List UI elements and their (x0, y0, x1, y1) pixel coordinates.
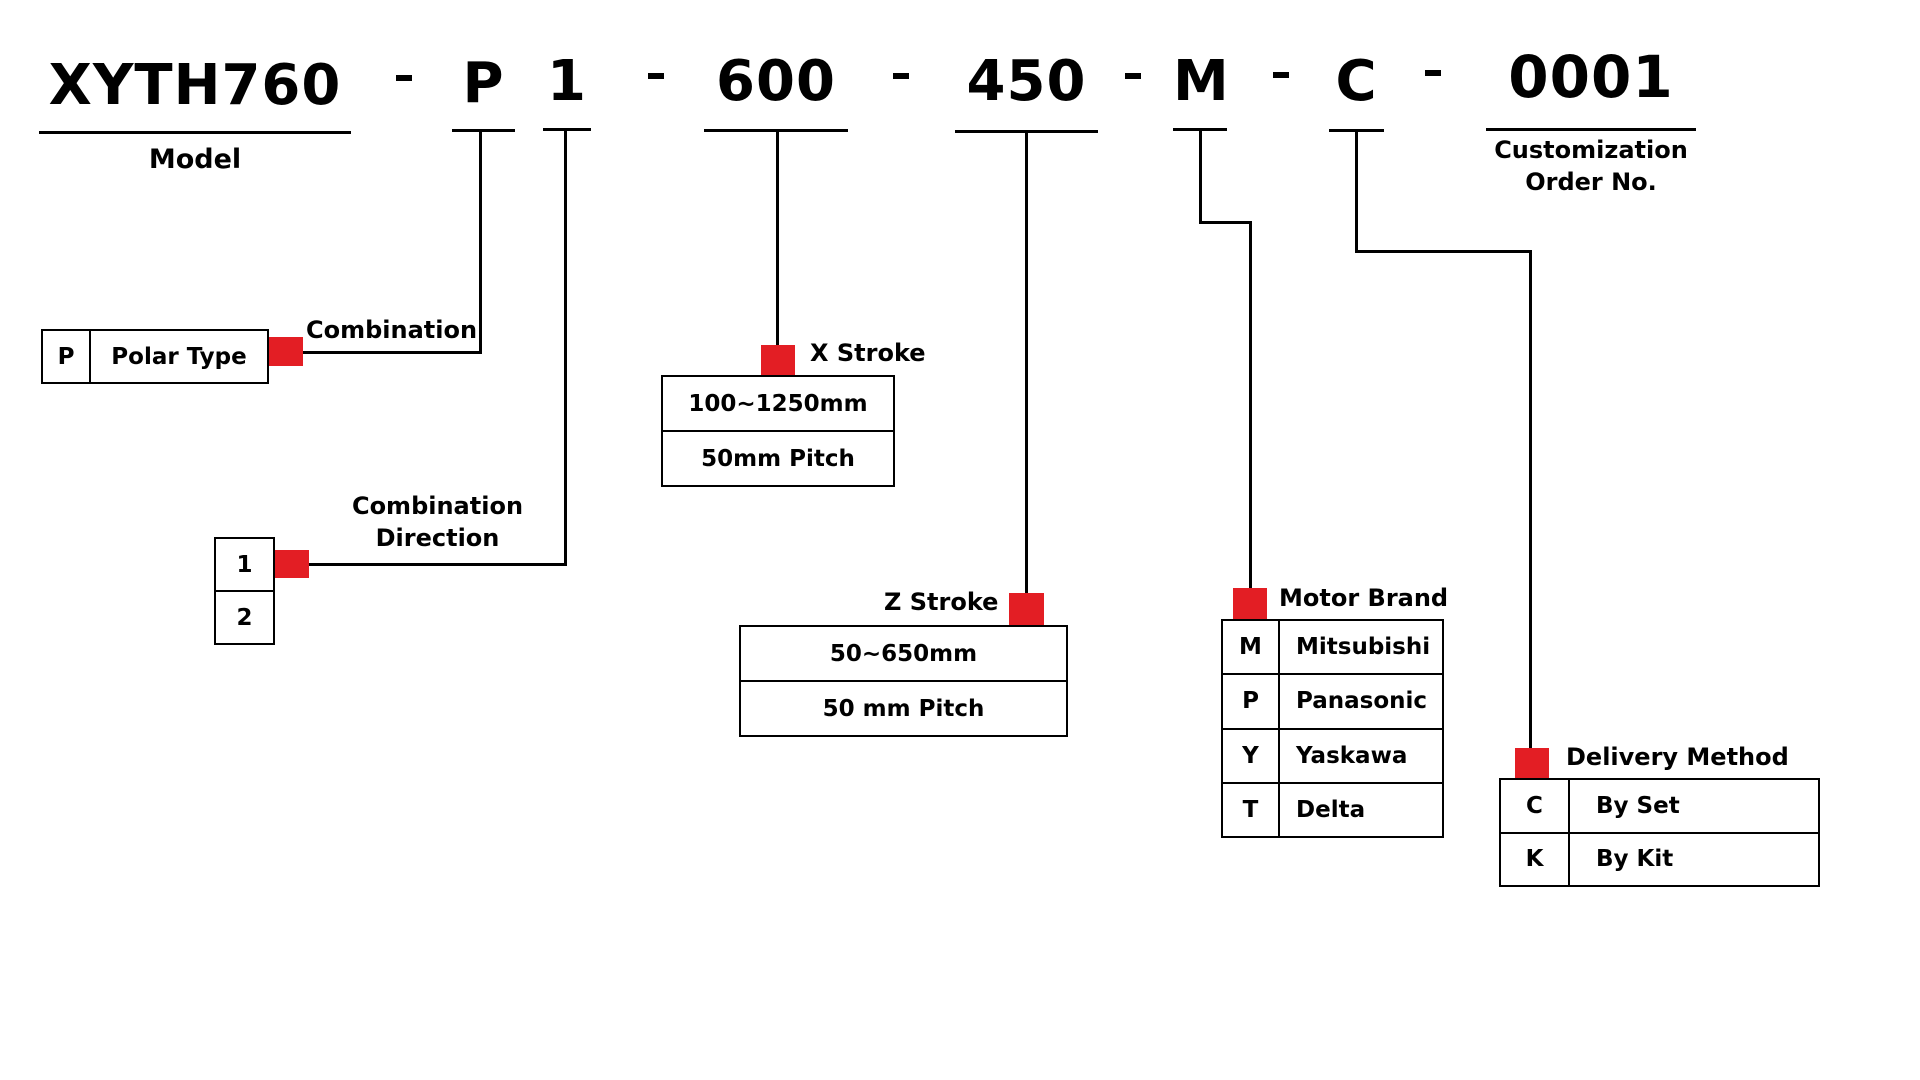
motor-brand-value: Yaskawa (1278, 727, 1444, 784)
separator-dash (893, 73, 909, 79)
delivery-method-key: C (1499, 778, 1570, 834)
model-label: Model (148, 144, 242, 175)
motor-brand-row: Y Yaskawa (1221, 727, 1444, 784)
connector-x-stroke-vertical (776, 131, 779, 345)
motor-brand-key: T (1221, 781, 1280, 839)
segment-order-no-underline (1486, 128, 1696, 131)
connector-direction-vertical (564, 130, 567, 566)
segment-x-stroke-underline (704, 129, 848, 132)
x-stroke-range: 100~1250mm (661, 375, 895, 432)
z-stroke-row: 50~650mm (739, 625, 1068, 682)
delivery-method-value: By Set (1568, 778, 1820, 834)
x-stroke-marker (761, 345, 795, 375)
segment-direction-code: 1 (547, 49, 587, 114)
x-stroke-pitch: 50mm Pitch (661, 430, 895, 487)
motor-brand-table: M Mitsubishi P Panasonic Y Yaskawa T Del… (1221, 618, 1444, 839)
motor-brand-key: M (1221, 618, 1280, 676)
segment-combination-underline (452, 129, 515, 132)
direction-option-key: 1 (214, 537, 275, 592)
motor-brand-title: Motor Brand (1279, 584, 1449, 612)
delivery-method-key: K (1499, 831, 1570, 887)
combination-marker (268, 337, 303, 366)
motor-brand-key: P (1221, 673, 1280, 730)
combination-option-key: P (41, 329, 91, 384)
order-no-label: Customization Order No. (1486, 134, 1696, 199)
connector-motor-vertical-lower (1249, 221, 1252, 588)
connector-delivery-horizontal (1355, 250, 1531, 253)
segment-combination-code: P (462, 51, 505, 116)
motor-brand-row: P Panasonic (1221, 673, 1444, 730)
motor-brand-key: Y (1221, 727, 1280, 784)
order-no-label-line1: Customization (1494, 136, 1688, 164)
x-stroke-row: 50mm Pitch (661, 430, 895, 487)
direction-option-key: 2 (214, 590, 275, 645)
direction-option-row: 2 (214, 590, 275, 645)
motor-brand-value: Delta (1278, 781, 1444, 839)
connector-delivery-vertical-upper (1355, 131, 1358, 253)
model-underline (39, 131, 351, 134)
separator-dash (1125, 73, 1141, 79)
motor-brand-row: T Delta (1221, 781, 1444, 839)
z-stroke-row: 50 mm Pitch (739, 680, 1068, 737)
motor-brand-row: M Mitsubishi (1221, 618, 1444, 676)
direction-marker (274, 550, 309, 578)
z-stroke-title: Z Stroke (884, 588, 999, 616)
separator-dash (396, 75, 412, 81)
connector-motor-vertical-upper (1199, 130, 1202, 224)
segment-delivery-code: C (1335, 49, 1378, 114)
combination-options-table: P Polar Type (41, 329, 269, 384)
direction-title-line2: Direction (375, 524, 500, 553)
combination-title: Combination (306, 316, 478, 344)
connector-z-stroke-vertical (1025, 132, 1028, 593)
delivery-method-row: K By Kit (1499, 831, 1820, 887)
direction-option-row: 1 (214, 537, 275, 592)
connector-motor-horizontal (1199, 221, 1252, 224)
motor-brand-value: Panasonic (1278, 673, 1444, 730)
motor-brand-value: Mitsubishi (1278, 618, 1444, 676)
delivery-method-table: C By Set K By Kit (1499, 778, 1820, 887)
separator-dash (648, 73, 664, 79)
segment-delivery-underline (1329, 129, 1384, 132)
connector-combination-vertical (479, 131, 482, 354)
segment-motor-underline (1173, 128, 1227, 131)
z-stroke-marker (1009, 593, 1044, 625)
combination-option-value: Polar Type (89, 329, 269, 384)
separator-dash (1425, 70, 1441, 76)
delivery-method-marker (1515, 748, 1549, 778)
direction-title: Combination Direction (350, 490, 525, 555)
connector-direction-horizontal (309, 563, 567, 566)
direction-title-line1: Combination (351, 492, 524, 520)
direction-options-table: 1 2 (214, 537, 275, 645)
separator-dash (1273, 72, 1289, 78)
delivery-method-row: C By Set (1499, 778, 1820, 834)
z-stroke-pitch: 50 mm Pitch (739, 680, 1068, 737)
delivery-method-value: By Kit (1568, 831, 1820, 887)
segment-order-no-code: 0001 (1508, 43, 1674, 111)
segment-z-stroke-code: 450 (966, 49, 1087, 114)
order-no-label-line2: Order No. (1525, 168, 1657, 197)
connector-combination-horizontal (303, 351, 482, 354)
segment-direction-underline (543, 128, 591, 131)
x-stroke-table: 100~1250mm 50mm Pitch (661, 375, 895, 487)
z-stroke-range: 50~650mm (739, 625, 1068, 682)
segment-motor-code: M (1173, 49, 1230, 114)
segment-x-stroke-code: 600 (716, 49, 836, 114)
x-stroke-title: X Stroke (810, 339, 926, 367)
delivery-method-title: Delivery Method (1566, 743, 1789, 771)
connector-delivery-vertical-lower (1529, 250, 1532, 748)
x-stroke-row: 100~1250mm (661, 375, 895, 432)
combination-option-row: P Polar Type (41, 329, 269, 384)
model-code: XYTH760 (48, 53, 342, 118)
motor-brand-marker (1233, 588, 1267, 619)
segment-z-stroke-underline (955, 130, 1098, 133)
z-stroke-table: 50~650mm 50 mm Pitch (739, 625, 1068, 737)
